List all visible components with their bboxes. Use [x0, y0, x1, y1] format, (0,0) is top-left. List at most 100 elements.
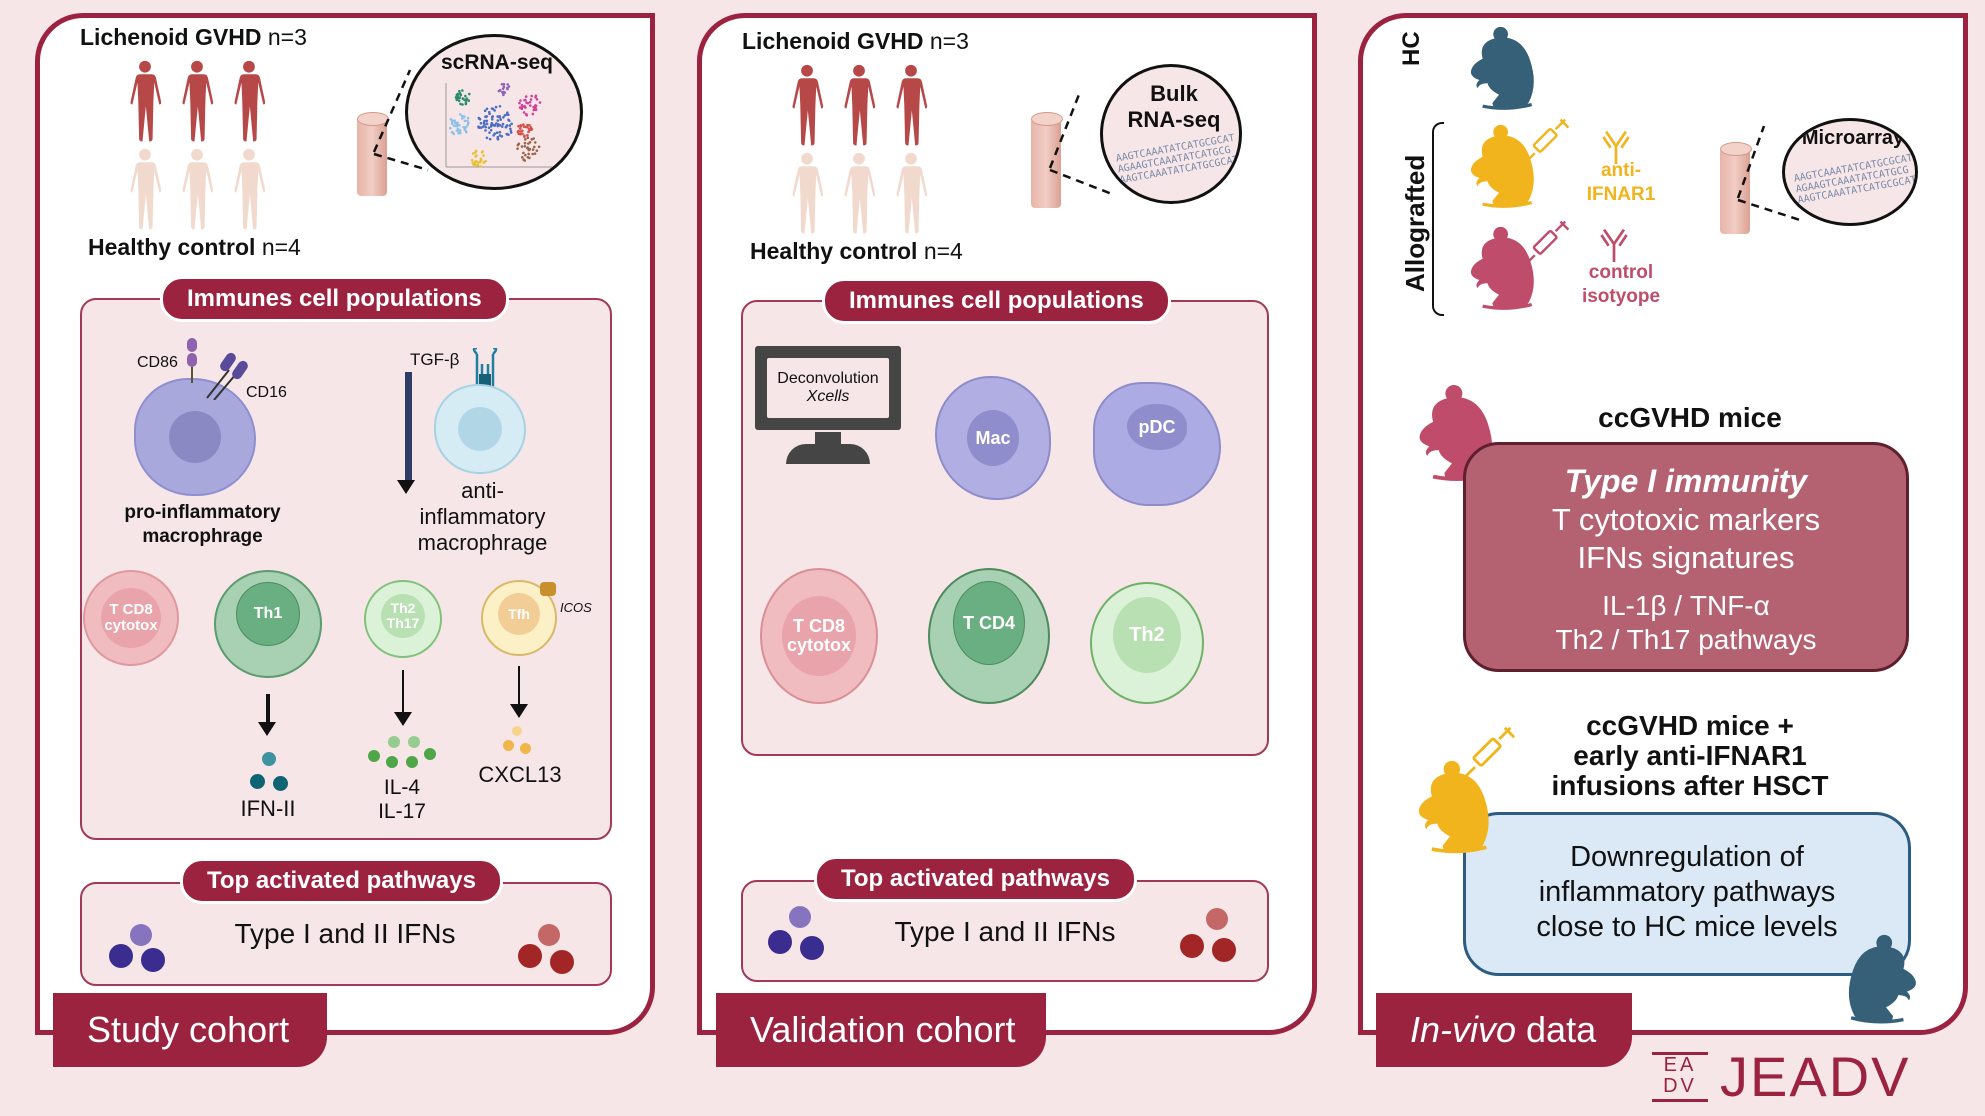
in-vivo-tab: In-vivo data	[1376, 993, 1632, 1067]
tsne-point	[451, 119, 454, 122]
ifn-molecule-red	[518, 944, 542, 968]
tsne-point	[501, 90, 504, 94]
treated-syringe-icon	[1462, 726, 1516, 780]
cd16-label: CD16	[246, 384, 287, 401]
tsne-point	[455, 123, 458, 127]
ifn-molecule-red	[1212, 938, 1236, 962]
cd86-receptor-icon	[187, 338, 197, 384]
tsne-point	[452, 132, 456, 136]
control-isotype-label-2: isotyope	[1581, 286, 1661, 307]
cell-nucleus: pDC	[1127, 404, 1187, 450]
ifns-signatures-label: IFNs signatures	[1577, 540, 1795, 575]
th1-cell: Th1	[214, 570, 322, 678]
ifn-molecule-red	[550, 950, 574, 974]
tsne-point	[493, 132, 497, 136]
tsne-point	[526, 133, 529, 137]
tsne-point	[456, 121, 459, 124]
ifn-ii-molecule	[262, 752, 276, 766]
study-immune-box	[80, 298, 612, 840]
tsne-point	[462, 115, 465, 119]
study-immune-title: Immunes cell populations	[160, 276, 509, 322]
macrophage-nucleus	[169, 411, 221, 463]
tsne-point	[531, 112, 535, 116]
tsne-point	[485, 115, 489, 118]
tsne-point	[459, 131, 462, 135]
tsne-point	[520, 145, 524, 148]
th2-th17-pathways-label: Th2 / Th17 pathways	[1555, 624, 1817, 655]
tsne-point	[485, 107, 489, 111]
tsne-point	[519, 132, 522, 136]
tsne-point	[532, 105, 535, 109]
tsne-point	[522, 111, 526, 114]
tsne-point	[496, 119, 500, 122]
tsne-point	[474, 155, 477, 158]
tsne-point	[498, 88, 502, 92]
tsne-point	[524, 112, 528, 116]
tgf-beta-label: TGF-β	[410, 350, 460, 369]
tsne-point	[458, 129, 462, 132]
tfh-secretion-arrow-icon	[510, 666, 528, 718]
deconvolution-monitor-icon: Deconvolution Xcells	[755, 346, 901, 430]
mac-cell: Mac	[935, 376, 1051, 500]
tsne-point	[530, 138, 534, 141]
tsne-point	[525, 101, 528, 104]
il-molecule	[386, 756, 398, 768]
control-isotype-antibody-icon	[1600, 228, 1628, 262]
ifn-molecule-blue	[800, 936, 824, 960]
tsne-point	[479, 158, 483, 162]
tsne-point	[484, 129, 487, 132]
downregulation-line-1: Downregulation of	[1570, 841, 1804, 873]
tsne-point	[455, 98, 459, 102]
tsne-point	[485, 119, 489, 123]
tsne-point	[495, 131, 499, 135]
tsne-point	[456, 92, 460, 96]
monitor-base	[786, 444, 870, 464]
type-i-immunity-label: Type I immunity	[1564, 463, 1808, 499]
tsne-point	[498, 124, 502, 127]
microarray-label: Microarray	[1801, 127, 1905, 149]
tsne-point	[521, 105, 524, 109]
study-pathways-title: Top activated pathways	[180, 858, 503, 904]
il-4-label: IL-4	[383, 776, 421, 799]
tsne-point	[507, 118, 510, 122]
tsne-point	[521, 156, 524, 159]
tsne-point	[481, 150, 485, 153]
tsne-point	[521, 132, 524, 136]
cxcl13-molecule	[520, 743, 531, 754]
tsne-point	[471, 152, 475, 155]
tsne-point	[461, 89, 464, 92]
il-molecule	[424, 748, 436, 760]
tsne-point	[458, 113, 462, 116]
tsne-point	[500, 82, 504, 86]
tsne-point	[484, 125, 488, 129]
tsne-point	[506, 83, 510, 86]
tsne-point	[502, 116, 505, 119]
tsne-point	[523, 153, 527, 157]
jeadv-logo-mark: EA DV	[1652, 1052, 1708, 1102]
tsne-point	[526, 126, 529, 129]
tsne-point	[450, 122, 454, 125]
ccgvhd-title: ccGVHD mice	[1598, 402, 1782, 433]
tsne-point	[502, 82, 506, 86]
tsne-point	[485, 136, 489, 140]
cxcl13-label: CXCL13	[478, 762, 562, 787]
allografted-label: Allografted	[1400, 154, 1430, 292]
study-cohort-tab: Study cohort	[53, 993, 327, 1067]
tsne-point	[487, 126, 491, 130]
il-molecule	[406, 756, 418, 768]
logo-mark-bottom: DV	[1663, 1075, 1697, 1097]
decrease-arrow-icon	[397, 372, 415, 494]
tsne-point	[496, 135, 500, 139]
tsne-point	[517, 124, 520, 128]
tsne-point	[522, 158, 525, 161]
pro-inflammatory-macrophage-cell	[134, 378, 256, 496]
tsne-point	[506, 87, 509, 91]
cell-nucleus: T CD4	[953, 581, 1025, 665]
anti-ifnar1-syringe-icon	[1523, 118, 1570, 165]
downregulation-line-2: inflammatory pathways	[1538, 876, 1836, 908]
tsne-point	[510, 122, 513, 126]
study-controls-label: Healthy control n=4	[88, 234, 301, 260]
ifn-ii-molecule	[250, 774, 265, 789]
